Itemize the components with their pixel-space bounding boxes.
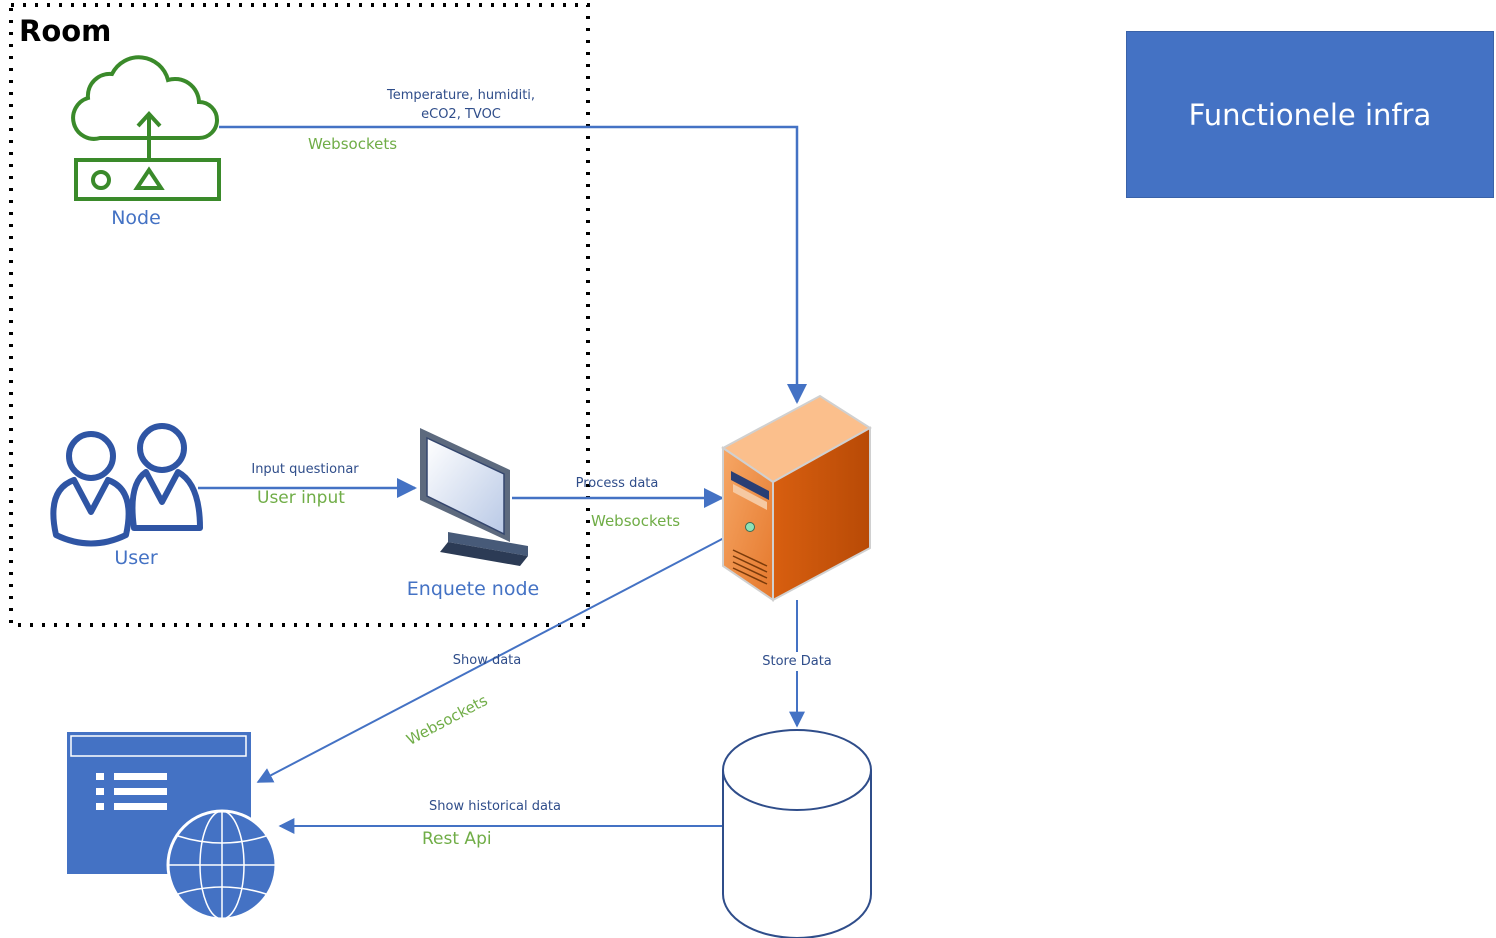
enquete-node-label: Enquete node (406, 578, 540, 600)
iot-cloud-gateway-icon (71, 55, 221, 201)
edge-server-to-db-label: Store Data (762, 652, 832, 671)
edge-server-to-web (256, 537, 725, 783)
edge-node-to-server (219, 125, 807, 404)
diagram-title-box: Functionele infra (1126, 31, 1494, 198)
edge-node-to-server-label-line2: eCO2, TVOC (421, 107, 501, 122)
edge-enquete-to-server-protocol: Websockets (591, 512, 681, 530)
edge-node-to-server-protocol: Websockets (308, 135, 398, 153)
edge-enquete-to-server-label: Process data (575, 476, 659, 491)
edge-node-to-server-label: Temperature, humiditi, (386, 88, 536, 103)
server-tower-icon (721, 394, 872, 602)
database-cylinder-icon (722, 729, 872, 938)
web-app-globe-icon (67, 732, 278, 921)
room-title: Room (19, 14, 112, 48)
edge-server-to-web-label: Show data (452, 653, 522, 668)
edge-user-to-enquete-label: Input questionar (251, 462, 359, 477)
diagram-title: Functionele infra (1188, 97, 1432, 132)
edge-db-to-web-label: Show historical data (429, 799, 561, 814)
user-label: User (114, 547, 158, 569)
monitor-icon (420, 428, 528, 566)
room-boundary (9, 3, 590, 627)
users-icon (50, 423, 203, 547)
edge-db-to-web-protocol: Rest Api (422, 829, 492, 849)
node-label: Node (111, 207, 161, 229)
edge-user-to-enquete-protocol: User input (257, 488, 345, 508)
